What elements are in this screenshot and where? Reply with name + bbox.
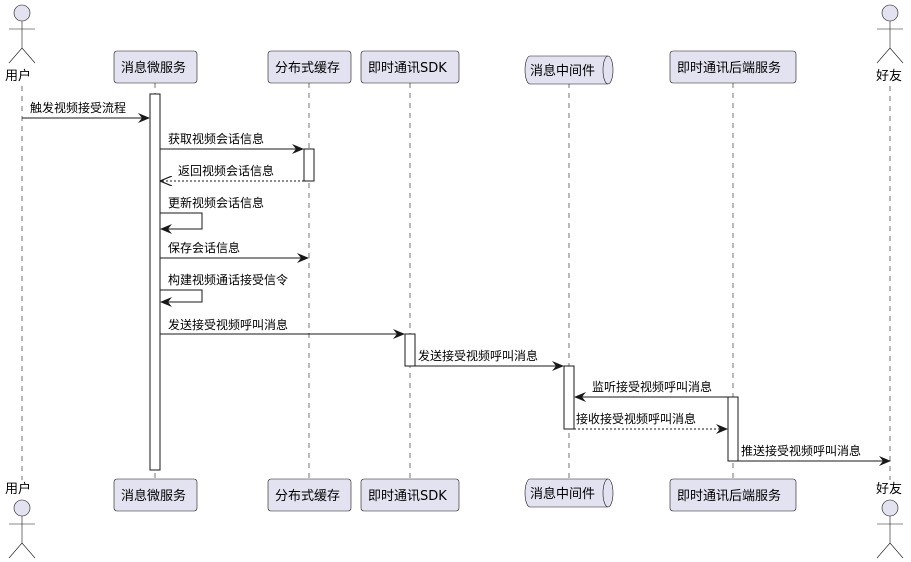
participant-label: 即时通讯SDK — [368, 61, 447, 76]
participant-im-backend-bottom: 即时通讯后端服务 — [669, 478, 797, 512]
participant-label: 即时通讯SDK — [368, 489, 447, 504]
actor-icon — [13, 499, 31, 517]
actor-label: 好友 — [876, 68, 902, 84]
activation-im-backend — [727, 396, 739, 462]
message-label: 构建视频通话接受信令 — [168, 272, 288, 287]
message-label: 推送接受视频呼叫消息 — [741, 443, 861, 458]
participant-label: 分布式缓存 — [275, 61, 340, 76]
message: 发送接受视频呼叫消息 — [415, 348, 564, 371]
participant-label: 即时通讯后端服务 — [677, 60, 781, 76]
message: 发送接受视频呼叫消息 — [160, 317, 405, 339]
message-label: 发送接受视频呼叫消息 — [168, 317, 288, 332]
participant-im-sdk-bottom: 即时通讯SDK — [360, 478, 460, 512]
message-label: 保存会话信息 — [168, 240, 240, 255]
activation-message-service — [149, 93, 161, 471]
activation-distributed-cache — [303, 148, 315, 182]
participant-label: 消息微服务 — [121, 60, 186, 76]
self-message: 构建视频通话接受信令 — [160, 272, 288, 307]
actor-friend-top: 好友 — [876, 4, 904, 84]
message-label: 获取视频会话信息 — [168, 131, 264, 146]
actor-label: 好友 — [876, 481, 902, 497]
activation-message-queue — [563, 365, 575, 430]
message: 保存会话信息 — [160, 240, 309, 263]
return-message: 返回视频会话信息 — [161, 163, 304, 181]
queue-message-queue-bottom: 消息中间件 — [524, 478, 614, 508]
participant-label: 分布式缓存 — [275, 489, 340, 504]
participant-label: 消息中间件 — [530, 486, 595, 502]
activation-im-sdk — [404, 333, 416, 367]
self-message: 更新视频会话信息 — [160, 195, 264, 234]
message: 触发视频接受流程 — [22, 100, 150, 123]
participant-im-backend-top: 即时通讯后端服务 — [669, 50, 797, 84]
actor-label: 用户 — [5, 68, 31, 84]
participant-label: 即时通讯后端服务 — [677, 488, 781, 504]
actor-friend-bottom: 好友 — [876, 481, 904, 559]
participant-label: 消息微服务 — [121, 488, 186, 504]
message-label: 监听接受视频呼叫消息 — [592, 379, 712, 394]
participant-message-service-bottom: 消息微服务 — [113, 478, 198, 512]
participant-label: 消息中间件 — [530, 63, 595, 79]
message-label: 更新视频会话信息 — [168, 195, 264, 210]
return-message: 接收接受视频呼叫消息 — [574, 411, 728, 434]
message: 获取视频会话信息 — [160, 131, 304, 154]
participant-message-service-top: 消息微服务 — [113, 50, 198, 84]
message: 推送接受视频呼叫消息 — [738, 443, 891, 466]
actor-label: 用户 — [5, 481, 31, 497]
actor-icon — [881, 4, 899, 22]
message-label: 发送接受视频呼叫消息 — [418, 348, 538, 363]
message-label: 接收接受视频呼叫消息 — [576, 411, 696, 426]
participant-im-sdk-top: 即时通讯SDK — [360, 50, 460, 84]
actor-user-top: 用户 — [5, 4, 36, 84]
actor-user-bottom: 用户 — [5, 481, 36, 559]
message-label: 触发视频接受流程 — [30, 100, 126, 115]
participant-distributed-cache-top: 分布式缓存 — [267, 50, 352, 84]
queue-message-queue-top: 消息中间件 — [524, 55, 614, 85]
actor-icon — [13, 4, 31, 22]
message: 监听接受视频呼叫消息 — [574, 379, 728, 402]
actor-icon — [881, 499, 899, 517]
message-label: 返回视频会话信息 — [178, 163, 274, 178]
participant-distributed-cache-bottom: 分布式缓存 — [267, 478, 352, 512]
